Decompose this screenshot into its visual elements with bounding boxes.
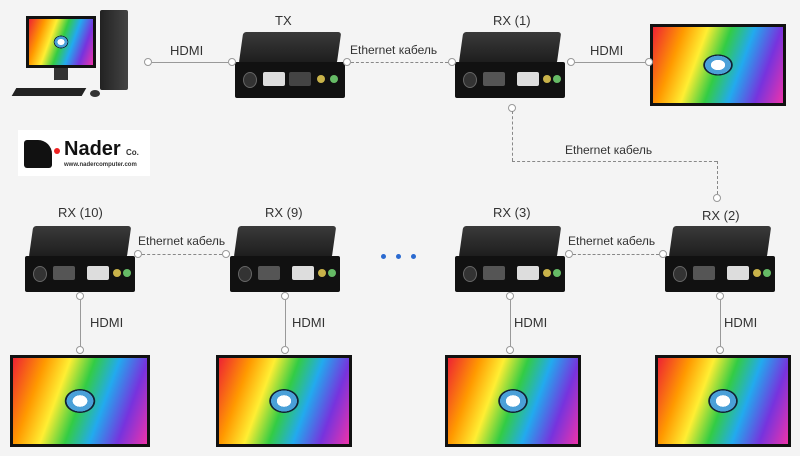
tx-label: TX [275,13,292,28]
display-rx3 [445,355,581,447]
rx1-label: RX (1) [493,13,531,28]
hdmi-label-rx3: HDMI [514,315,548,330]
rx3-label: RX (3) [493,205,531,220]
rx2-label: RX (2) [702,208,740,223]
ethernet-label-rx3-rx2: Ethernet кабель [568,234,656,248]
computer [11,10,132,105]
hdmi-label-rx1-display: HDMI [590,43,624,58]
display-rx2 [655,355,791,447]
hdmi-label-rx2: HDMI [724,315,758,330]
ethernet-label-tx-rx1: Ethernet кабель [350,43,438,57]
logo-suffix: Co. [126,148,139,157]
display-rx1 [650,24,786,106]
ethernet-label-rx1-rx2: Ethernet кабель [565,143,653,157]
rx3-device [455,226,565,294]
rx2-device [665,226,775,294]
tx-device [235,32,345,100]
ethernet-label-rx10-rx9: Ethernet кабель [138,234,226,248]
rx10-label: RX (10) [58,205,103,220]
hdmi-label-rx9: HDMI [292,315,326,330]
logo-url: www.nadercomputer.com [64,162,137,168]
display-rx10 [10,355,150,447]
mouse [90,90,100,97]
rx9-label: RX (9) [265,205,303,220]
nader-logo: Nader Co. www.nadercomputer.com [18,130,150,176]
rx10-device [25,226,135,294]
rx1-device [455,32,565,100]
keyboard [11,88,87,96]
hdmi-label-pc-tx: HDMI [170,43,204,58]
logo-name: Nader [64,138,121,160]
pc-tower [100,10,128,90]
hdmi-label-rx10: HDMI [90,315,124,330]
display-rx9 [216,355,352,447]
monitor [26,16,96,68]
rx9-device [230,226,340,294]
